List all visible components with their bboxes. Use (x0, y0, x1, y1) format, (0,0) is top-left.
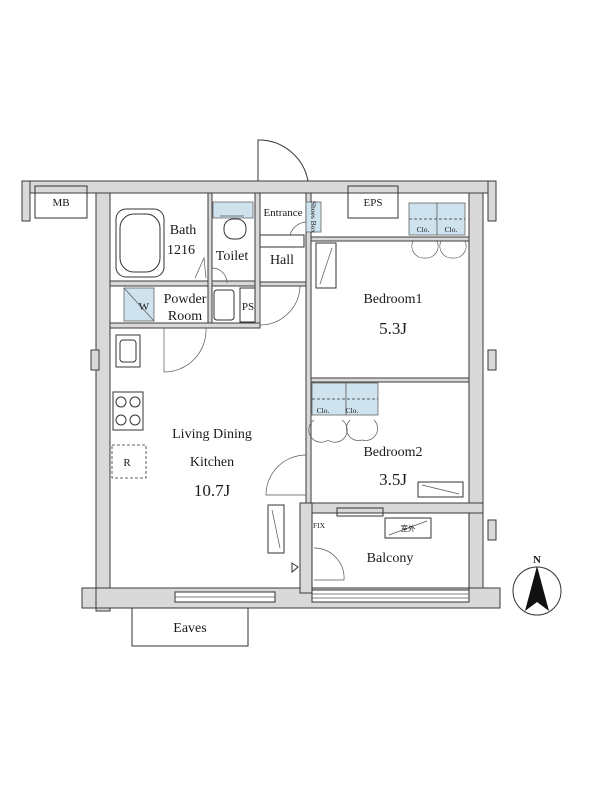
powder-room-label-1: Powder (164, 292, 207, 307)
balcony-sash (336, 507, 384, 517)
fix-label: FIX (313, 521, 326, 530)
bedroom2-closet-1-label: Clo. (317, 406, 330, 415)
bath-door[interactable] (194, 256, 207, 279)
ac-unit-label: 室外 (401, 523, 416, 533)
washer-label: W (139, 301, 150, 313)
entrance-label: Entrance (263, 207, 302, 219)
balcony-door[interactable] (313, 547, 345, 581)
kitchen-sink-icon (115, 334, 141, 368)
eaves-label: Eaves (173, 621, 206, 636)
bedroom2-closet-2-label: Clo. (346, 406, 359, 415)
interior-walls (109, 192, 484, 594)
bedroom1-closet-1-label: Clo. (417, 225, 430, 234)
balcony-arrow (291, 562, 299, 574)
eps-label: EPS (364, 197, 383, 209)
ps-box (239, 287, 256, 323)
mb-box: MB (34, 185, 88, 219)
ldk-label-1: Living Dining (172, 427, 252, 442)
hall-label: Hall (270, 253, 294, 268)
ldk-size-label: 10.7J (194, 481, 231, 500)
bath-label: Bath (170, 223, 196, 238)
refrigerator-label: R (123, 457, 131, 469)
powder-room-label-2: Room (168, 309, 202, 324)
bedroom2-label: Bedroom2 (363, 445, 422, 460)
bedroom1-size-label: 5.3J (379, 319, 407, 338)
toilet-shelf (212, 201, 254, 219)
toilet-door[interactable] (211, 267, 228, 284)
eaves: Eaves (131, 607, 249, 647)
mb-label: MB (52, 197, 69, 209)
bedroom1-closet-doors[interactable] (411, 240, 439, 259)
toilet-label: Toilet (216, 249, 249, 264)
powder-room-door[interactable] (163, 327, 207, 373)
eps-box: EPS (347, 185, 399, 219)
ps-label: PS (242, 301, 254, 313)
outer-walls (21, 180, 501, 612)
bedroom2-door[interactable] (265, 454, 307, 496)
compass: N (512, 554, 562, 616)
refrigerator-box (111, 444, 147, 479)
shoes-box (305, 201, 322, 233)
bath-size-label: 1216 (167, 243, 195, 258)
hall-to-ldk-door[interactable] (259, 285, 301, 326)
ldk-cabinet (267, 504, 285, 554)
bedroom1-closet-2-label: Clo. (445, 225, 458, 234)
stove-icon (112, 391, 144, 431)
bathtub (115, 208, 165, 278)
bedroom2-window (417, 481, 464, 498)
bedroom1-label: Bedroom1 (363, 292, 422, 307)
toilet-icon (223, 218, 247, 240)
ac-unit (384, 517, 432, 539)
balcony-railing (311, 589, 470, 603)
bedroom1-panel (315, 242, 337, 289)
entrance-door[interactable] (257, 139, 309, 182)
shoes-box-label: Shoes Box (309, 201, 318, 234)
sink-icon (213, 289, 235, 321)
ldk-label-2: Kitchen (190, 455, 234, 470)
bedroom2-size-label: 3.5J (379, 470, 407, 489)
balcony-label: Balcony (367, 551, 414, 566)
north-arrow-icon (525, 566, 549, 611)
compass-north-label: N (533, 554, 541, 566)
bedroom2-closet-doors[interactable] (308, 419, 348, 443)
hall-door[interactable] (289, 221, 307, 236)
